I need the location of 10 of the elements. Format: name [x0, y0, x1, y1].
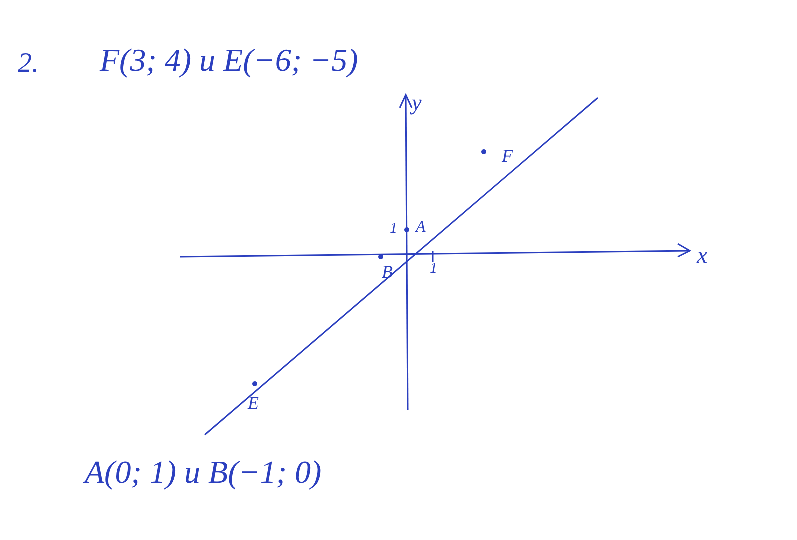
- tick-label: 1: [430, 262, 438, 277]
- tick-label: 1: [390, 222, 398, 237]
- answer-text: A(0; 1) и B(−1; 0): [85, 456, 322, 488]
- problem-statement: F(3; 4) и E(−6; −5): [100, 44, 358, 76]
- problem-number: 2.: [18, 50, 39, 78]
- point-label: A: [416, 220, 426, 236]
- axis-label: x: [697, 244, 708, 268]
- point-label: F: [502, 147, 513, 165]
- point-label: E: [248, 394, 259, 412]
- axis-label: y: [412, 92, 422, 114]
